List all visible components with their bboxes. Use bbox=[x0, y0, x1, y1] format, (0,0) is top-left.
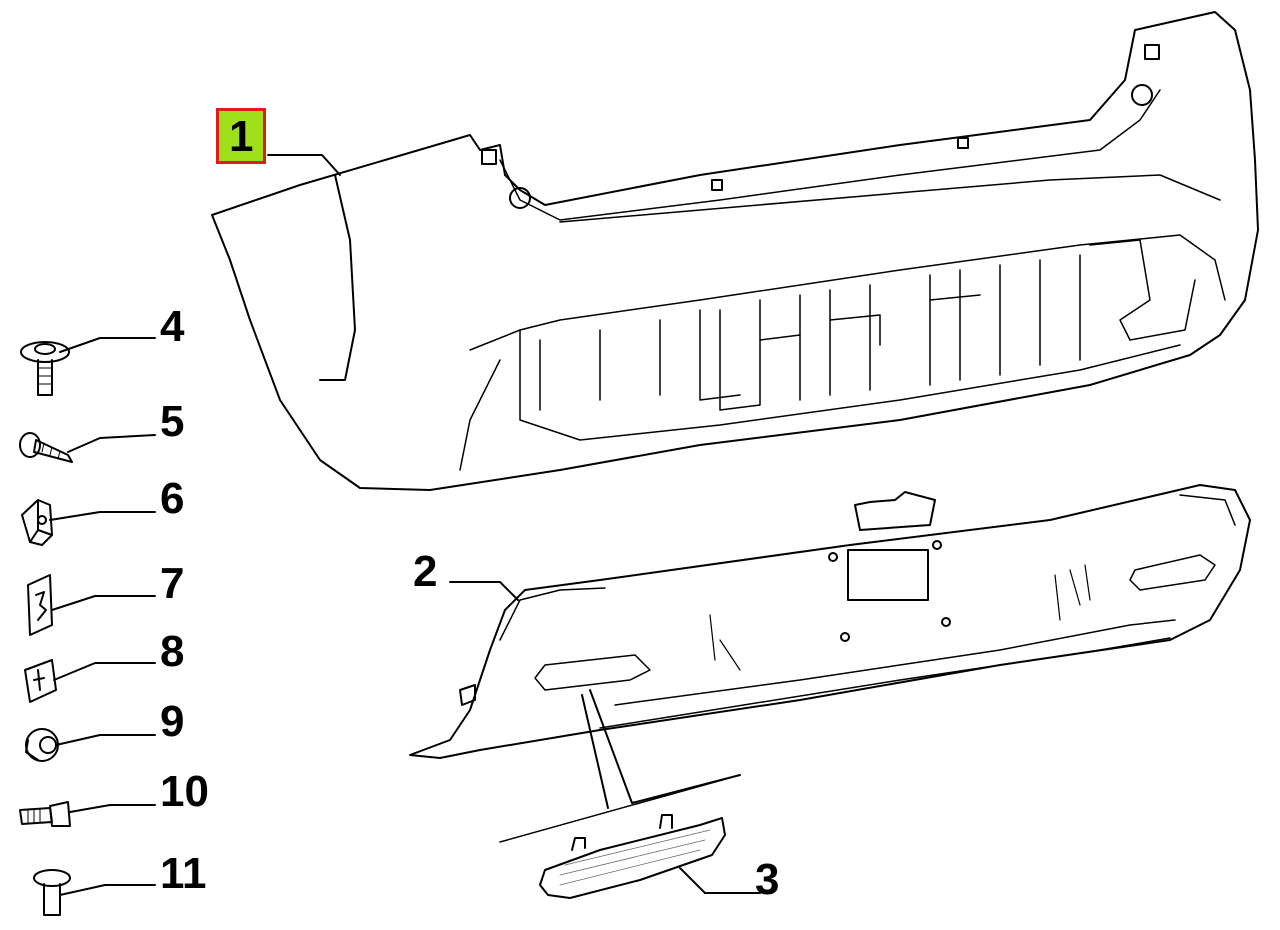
lower-valance[interactable] bbox=[409, 484, 1251, 759]
self-tapping-screw[interactable] bbox=[19, 432, 73, 463]
callout-3: 3 bbox=[755, 855, 780, 904]
callout-8: 8 bbox=[160, 627, 185, 676]
callout-6: 6 bbox=[160, 474, 185, 523]
grommet[interactable] bbox=[25, 728, 59, 762]
callout-11: 11 bbox=[160, 849, 207, 898]
leader-lines bbox=[49, 154, 761, 896]
spring-clip-large[interactable] bbox=[27, 574, 53, 636]
callout-9: 9 bbox=[160, 697, 185, 746]
rear-bumper-cover[interactable] bbox=[211, 11, 1259, 491]
callout-7: 7 bbox=[160, 559, 185, 608]
callout-2: 2 bbox=[413, 547, 438, 596]
spring-clip-small[interactable] bbox=[24, 659, 57, 703]
callout-5: 5 bbox=[160, 397, 185, 446]
callout-4: 4 bbox=[160, 302, 185, 351]
callout-10: 10 bbox=[160, 767, 209, 816]
clip-nut[interactable] bbox=[21, 499, 53, 546]
reflector[interactable] bbox=[499, 774, 741, 899]
push-pin[interactable] bbox=[19, 801, 71, 827]
callout-1-highlighted: 1 bbox=[216, 108, 267, 164]
plastic-rivet[interactable] bbox=[33, 869, 71, 916]
bolt-with-washer[interactable] bbox=[20, 341, 70, 396]
